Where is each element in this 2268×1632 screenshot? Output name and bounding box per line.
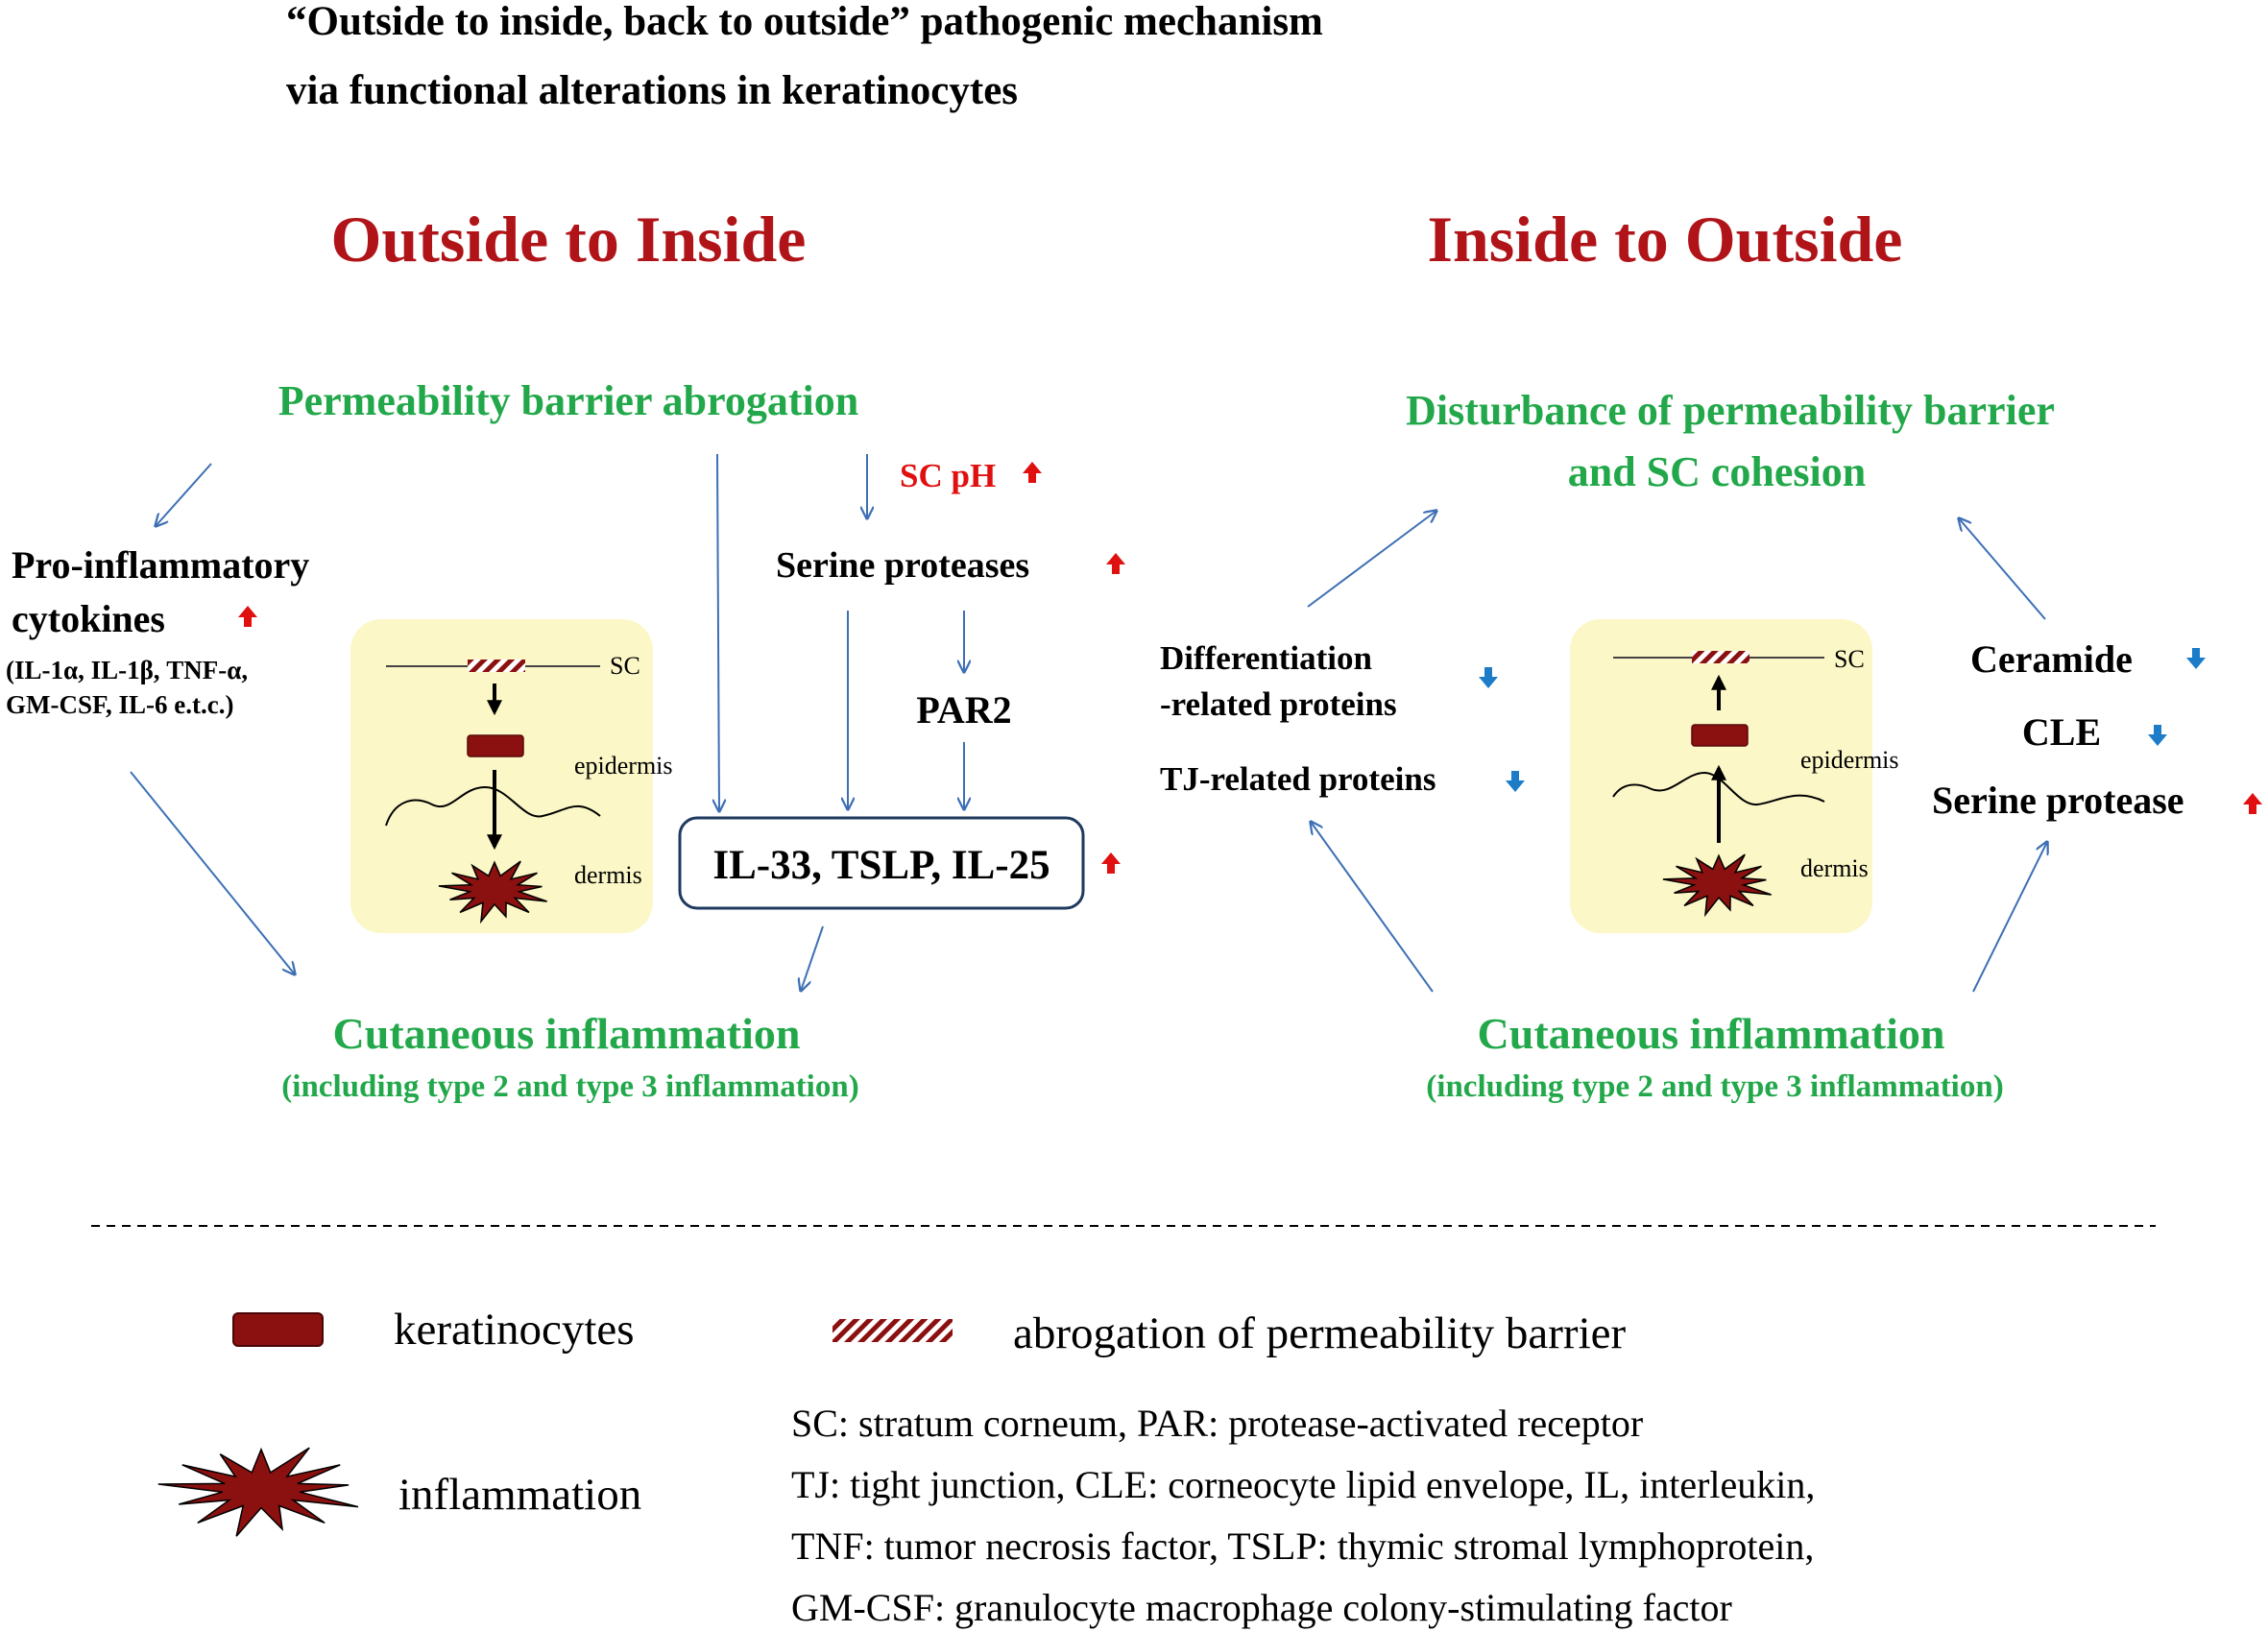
right-inflammation-icon <box>1662 853 1772 918</box>
arrow-inflammation-to-serine-protease <box>1972 842 2047 993</box>
left-sc-label: SC <box>610 652 640 680</box>
serine-protease-label: Serine protease <box>1932 779 2184 822</box>
right-cutaneous-inflammation-sub: (including type 2 and type 3 inflammatio… <box>1426 1069 2003 1104</box>
permeability-barrier-abrogation-label: Permeability barrier abrogation <box>278 377 858 424</box>
right-dermis-label: dermis <box>1800 854 1869 882</box>
arrow-inflammation-to-tj <box>1311 822 1434 993</box>
right-cutaneous-inflammation-label: Cutaneous inflammation <box>1478 1009 1945 1058</box>
cytokines-list-line-1: (IL-1α, IL-1β, TNF-α, <box>6 656 248 684</box>
ceramide-down-arrow-icon <box>2186 648 2206 669</box>
cle-label: CLE <box>2022 710 2101 754</box>
tj-proteins-label: TJ-related proteins <box>1160 760 1436 798</box>
cytokines-up-arrow-icon <box>238 606 257 627</box>
left-cutaneous-inflammation-sub: (including type 2 and type 3 inflammatio… <box>281 1069 858 1104</box>
left-inflammation-icon <box>438 860 547 924</box>
cle-down-arrow-icon <box>2148 725 2167 746</box>
alarmin-up-arrow-icon <box>1101 852 1121 874</box>
tj-down-arrow-icon <box>1506 771 1525 792</box>
title-line-1: “Outside to inside, back to outside” pat… <box>286 0 1323 44</box>
serine-proteases-up-arrow-icon <box>1106 553 1125 574</box>
differentiation-down-arrow-icon <box>1479 667 1498 688</box>
left-basement-membrane <box>385 785 601 827</box>
right-basement-membrane <box>1612 771 1825 806</box>
disturbance-label-line-2: and SC cohesion <box>1568 448 1867 495</box>
differentiation-label-line-2: -related proteins <box>1160 685 1397 723</box>
arrow-ceramide-to-disturbance <box>1959 518 2046 620</box>
par2-label: PAR2 <box>916 688 1011 732</box>
left-epidermis-label: epidermis <box>574 752 673 780</box>
disturbance-label-line-1: Disturbance of permeability barrier <box>1406 387 2055 434</box>
cytokines-label-line-2: cytokines <box>12 597 165 640</box>
left-keratinocyte-icon <box>467 734 524 757</box>
arrow-cytokines-to-inflammation <box>130 771 295 974</box>
legend-inflammation-icon <box>157 1447 359 1537</box>
sc-ph-up-arrow-icon <box>1023 462 1042 483</box>
sc-ph-label: SC pH <box>900 457 996 494</box>
right-keratinocyte-icon <box>1691 724 1749 747</box>
right-skin-inset: SC epidermis dermis <box>1570 619 1899 933</box>
serine-protease-up-arrow-icon <box>2243 793 2262 814</box>
right-barrier-abrogation-hatch <box>1692 651 1749 663</box>
arrow-barrier-to-alarmins <box>717 453 719 811</box>
abbreviations-line-3: TNF: tumor necrosis factor, TSLP: thymic… <box>791 1524 1814 1568</box>
ceramide-label: Ceramide <box>1970 637 2133 681</box>
left-skin-inset: SC epidermis dermis <box>350 619 673 933</box>
left-cutaneous-inflammation-label: Cutaneous inflammation <box>333 1009 801 1058</box>
right-heading: Inside to Outside <box>1428 203 1903 276</box>
serine-proteases-label: Serine proteases <box>776 545 1029 586</box>
left-dermis-label: dermis <box>574 861 642 889</box>
legend-abrogation-hatch-icon <box>832 1319 953 1342</box>
abbreviations-line-4: GM-CSF: granulocyte macrophage colony-st… <box>791 1586 1732 1629</box>
left-heading: Outside to Inside <box>331 203 807 276</box>
alarmin-box <box>678 816 1085 910</box>
legend-keratinocytes-label: keratinocytes <box>394 1305 635 1355</box>
right-epidermis-label: epidermis <box>1800 746 1899 774</box>
abbreviations-line-2: TJ: tight junction, CLE: corneocyte lipi… <box>791 1463 1815 1506</box>
left-inset-background <box>350 619 653 933</box>
cytokines-label-line-1: Pro-inflammatory <box>12 543 309 587</box>
alarmin-box-label: IL-33, TSLP, IL-25 <box>712 843 1050 888</box>
arrow-barrier-to-cytokines <box>156 463 212 526</box>
arrow-alarmins-to-inflammation <box>801 925 824 991</box>
right-sc-label: SC <box>1834 645 1865 673</box>
title-line-2: via functional alterations in keratinocy… <box>286 68 1018 113</box>
legend-keratinocyte-icon <box>232 1312 324 1347</box>
abbreviations-line-1: SC: stratum corneum, PAR: protease-activ… <box>791 1402 1643 1445</box>
left-barrier-abrogation-hatch <box>468 660 525 672</box>
cytokines-list-line-2: GM-CSF, IL-6 e.t.c.) <box>6 690 233 719</box>
differentiation-label-line-1: Differentiation <box>1160 639 1372 677</box>
legend-inflammation-label: inflammation <box>398 1470 641 1520</box>
legend-abrogation-label: abrogation of permeability barrier <box>1013 1308 1626 1358</box>
arrow-differentiation-to-disturbance <box>1307 511 1436 608</box>
